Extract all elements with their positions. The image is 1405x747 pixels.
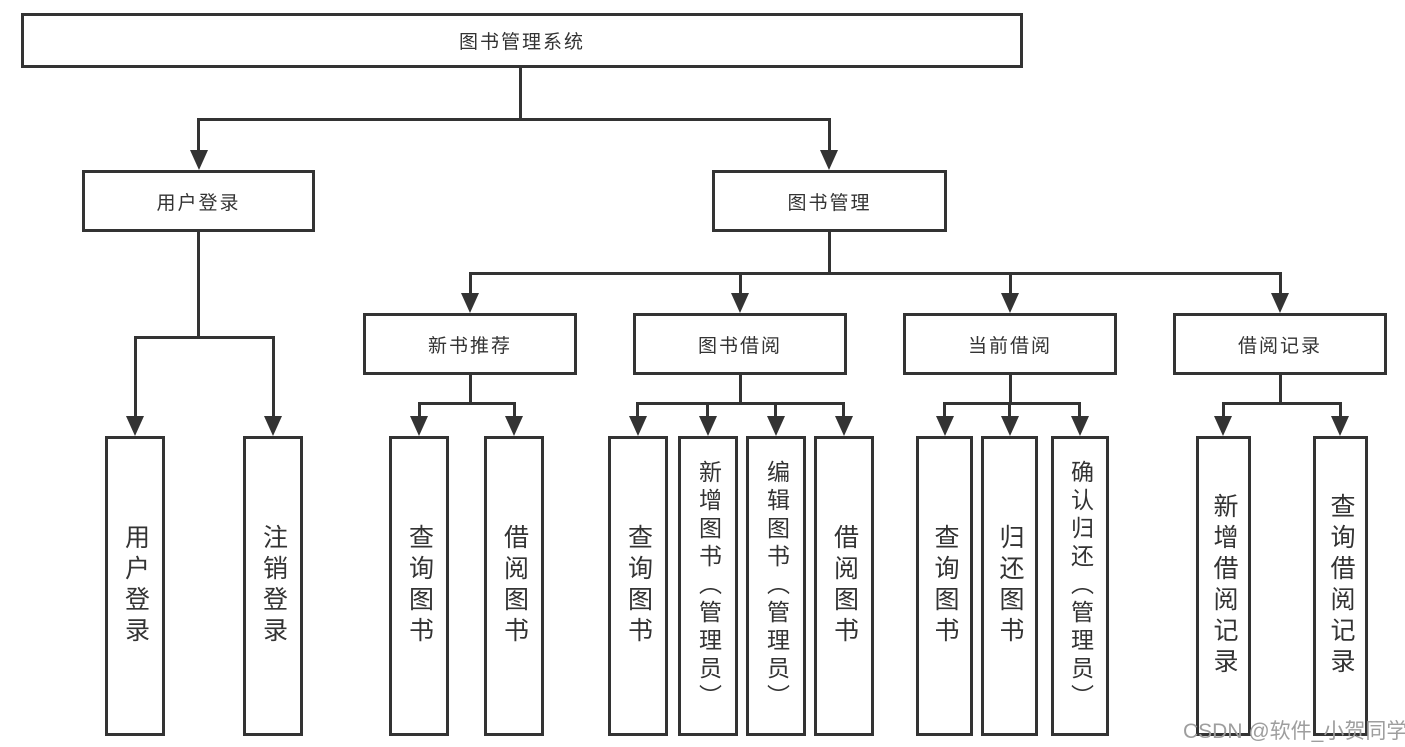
node-borrowing-records-label: 借阅记录 <box>1237 335 1322 357</box>
leaf-cb-confirm-return-admin: 确认归还（管理员） <box>1051 436 1109 736</box>
arrow-down-icon <box>264 416 282 436</box>
connector-line <box>1279 375 1282 402</box>
connector-line <box>197 118 200 152</box>
arrow-down-icon <box>1071 416 1089 436</box>
leaf-logout: 注销登录 <box>243 436 303 736</box>
leaf-rec-query-books: 查询图书 <box>389 436 449 736</box>
arrow-down-icon <box>936 416 954 436</box>
leaf-br-add-record-label: 新增借阅记录 <box>1210 493 1238 679</box>
connector-line <box>469 375 472 402</box>
connector-line <box>1009 375 1012 402</box>
connector-line <box>828 118 831 152</box>
connector-line <box>1339 402 1342 418</box>
leaf-cb-confirm-return-admin-label: 确认归还（管理员） <box>1067 460 1094 712</box>
connector-line <box>418 402 516 405</box>
arrow-down-icon <box>767 416 785 436</box>
arrow-down-icon <box>1271 293 1289 313</box>
arrow-down-icon <box>699 416 717 436</box>
leaf-bb-borrow-books-label: 借阅图书 <box>830 524 859 648</box>
arrow-down-icon <box>835 416 853 436</box>
connector-line <box>197 232 200 336</box>
arrow-down-icon <box>731 293 749 313</box>
arrow-down-icon <box>1214 416 1232 436</box>
node-root-label: 图书管理系统 <box>458 32 585 53</box>
leaf-user-login: 用户登录 <box>105 436 165 736</box>
connector-line <box>519 68 522 118</box>
connector-line <box>1008 402 1011 418</box>
node-book-borrowing: 图书借阅 <box>633 313 847 375</box>
arrow-down-icon <box>1001 416 1019 436</box>
node-book-management-label: 图书管理 <box>787 192 872 214</box>
leaf-cb-return-books: 归还图书 <box>981 436 1038 736</box>
leaf-bb-add-books-admin-label: 新增图书（管理员） <box>695 460 722 712</box>
arrow-down-icon <box>629 416 647 436</box>
connector-line <box>739 272 742 295</box>
connector-line <box>943 402 946 418</box>
connector-line <box>513 402 516 418</box>
connector-line <box>943 402 1081 405</box>
node-current-borrowing-label: 当前借阅 <box>967 335 1052 357</box>
connector-line <box>828 232 831 272</box>
connector-line <box>134 336 275 339</box>
leaf-br-query-record: 查询借阅记录 <box>1313 436 1368 736</box>
node-user-login: 用户登录 <box>82 170 315 232</box>
connector-line <box>1009 272 1012 295</box>
connector-line <box>1279 272 1282 295</box>
leaf-bb-query-books-label: 查询图书 <box>624 524 653 648</box>
connector-line <box>272 336 275 418</box>
leaf-bb-query-books: 查询图书 <box>608 436 668 736</box>
leaf-rec-borrow-books-label: 借阅图书 <box>500 524 529 648</box>
connector-line <box>774 402 777 418</box>
node-new-book-recommend: 新书推荐 <box>363 313 577 375</box>
leaf-bb-borrow-books: 借阅图书 <box>814 436 874 736</box>
connector-line <box>469 272 472 295</box>
connector-line <box>197 118 831 121</box>
arrow-down-icon <box>190 150 208 170</box>
arrow-down-icon <box>1001 293 1019 313</box>
arrow-down-icon <box>505 416 523 436</box>
arrow-down-icon <box>461 293 479 313</box>
connector-line <box>1222 402 1225 418</box>
node-book-borrowing-label: 图书借阅 <box>697 335 782 357</box>
arrow-down-icon <box>126 416 144 436</box>
node-user-login-label: 用户登录 <box>156 192 241 214</box>
leaf-br-add-record: 新增借阅记录 <box>1196 436 1251 736</box>
connector-line <box>418 402 421 418</box>
leaf-logout-label: 注销登录 <box>259 524 288 648</box>
leaf-bb-edit-books-admin-label: 编辑图书（管理员） <box>763 460 790 712</box>
leaf-user-login-label: 用户登录 <box>121 524 150 648</box>
connector-line <box>134 336 137 418</box>
connector-line <box>636 402 845 405</box>
arrow-down-icon <box>410 416 428 436</box>
leaf-bb-add-books-admin: 新增图书（管理员） <box>678 436 738 736</box>
connector-line <box>1078 402 1081 418</box>
arrow-down-icon <box>1331 416 1349 436</box>
node-book-management: 图书管理 <box>712 170 947 232</box>
connector-line <box>469 272 1282 275</box>
connector-line <box>842 402 845 418</box>
connector-line <box>706 402 709 418</box>
leaf-br-query-record-label: 查询借阅记录 <box>1327 493 1355 679</box>
arrow-down-icon <box>820 150 838 170</box>
node-new-book-recommend-label: 新书推荐 <box>427 335 512 357</box>
node-root: 图书管理系统 <box>21 13 1023 68</box>
connector-line <box>636 402 639 418</box>
node-borrowing-records: 借阅记录 <box>1173 313 1387 375</box>
leaf-cb-query-books-label: 查询图书 <box>931 524 959 648</box>
leaf-bb-edit-books-admin: 编辑图书（管理员） <box>746 436 806 736</box>
node-current-borrowing: 当前借阅 <box>903 313 1117 375</box>
leaf-cb-query-books: 查询图书 <box>916 436 973 736</box>
connector-line <box>739 375 742 402</box>
leaf-rec-borrow-books: 借阅图书 <box>484 436 544 736</box>
connector-line <box>1222 402 1342 405</box>
leaf-rec-query-books-label: 查询图书 <box>405 524 434 648</box>
leaf-cb-return-books-label: 归还图书 <box>996 524 1024 648</box>
watermark: CSDN @软件_小贺同学 <box>1183 720 1405 743</box>
